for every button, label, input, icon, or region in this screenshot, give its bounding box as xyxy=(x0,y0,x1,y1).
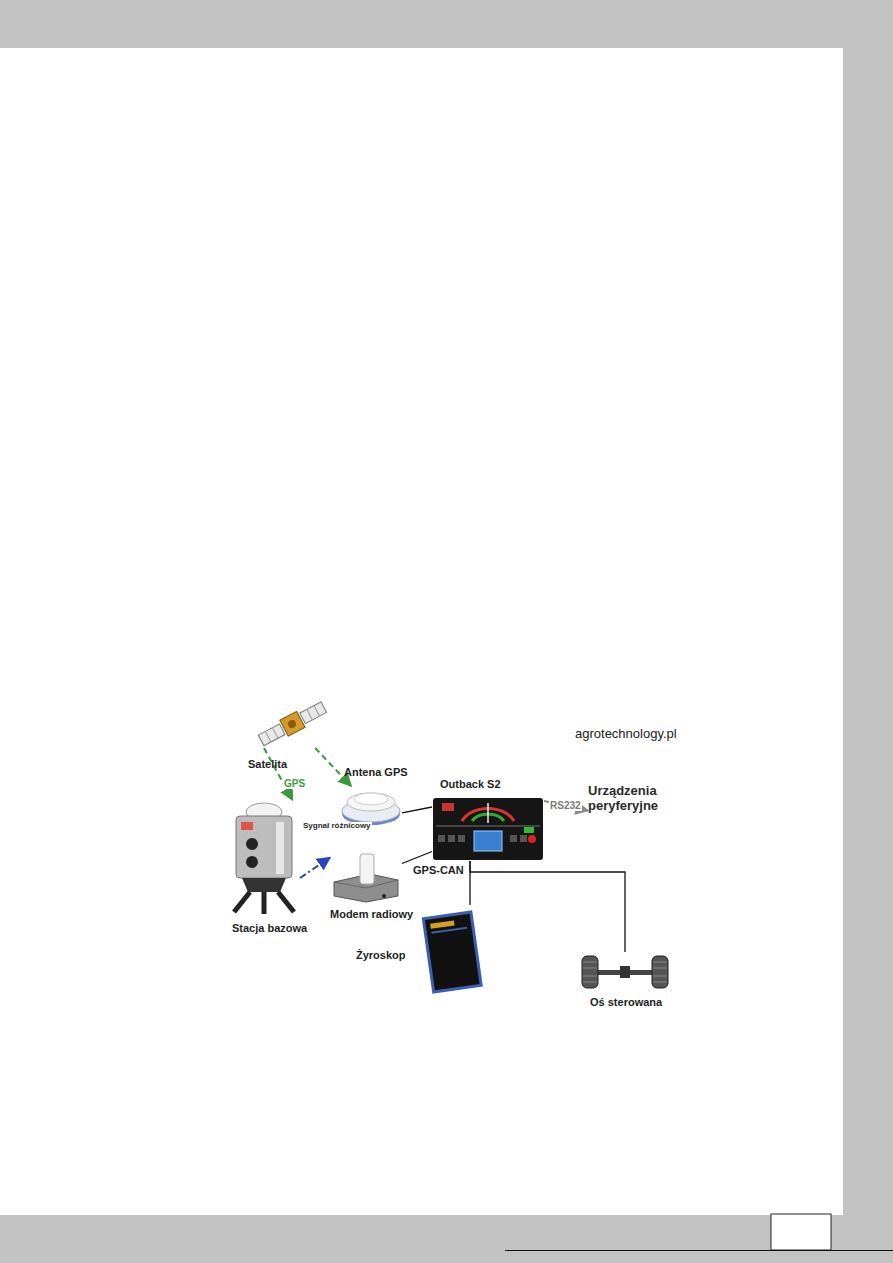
signal-label: GPS xyxy=(283,778,306,789)
connector xyxy=(264,748,293,800)
device-label: Stacja bazowa xyxy=(232,922,307,935)
connector xyxy=(544,801,588,811)
connector xyxy=(470,861,625,952)
guidance-terminal-icon xyxy=(432,797,544,861)
satellite-icon xyxy=(255,700,330,748)
steered-axle-icon xyxy=(580,952,670,992)
steered-axle: Oś sterowana xyxy=(578,950,674,1012)
radio-modem-icon xyxy=(330,852,402,904)
radio-modem: Modem radiowy xyxy=(326,850,416,923)
signal-label: GPS-CAN xyxy=(412,864,465,876)
device-label: Satelita xyxy=(248,758,287,771)
gyroscope: Żyroskop xyxy=(356,903,488,997)
device-label: Antena GPS xyxy=(344,766,408,779)
connector xyxy=(300,858,330,879)
gyroscope-icon xyxy=(420,905,485,995)
device-label: Modem radiowy xyxy=(330,908,413,921)
guidance-terminal: Outback S2 xyxy=(430,776,546,864)
peripheral-devices: Urządzenia peryferyjne xyxy=(588,784,692,818)
signal-label: Sygnał różnicowy xyxy=(302,822,372,831)
device-label: Outback S2 xyxy=(440,778,501,791)
base-station-icon xyxy=(228,800,300,915)
base-station: Stacja bazowa xyxy=(226,798,316,938)
signal-label: RS232 xyxy=(549,800,582,811)
connector xyxy=(402,852,432,864)
satellite: Satelita xyxy=(244,698,334,778)
device-label: Urządzenia peryferyjne xyxy=(588,784,688,814)
connector xyxy=(402,807,432,813)
device-label: Żyroskop xyxy=(356,949,406,962)
watermark: agrotechnology.pl xyxy=(575,726,677,741)
device-label: Oś sterowana xyxy=(590,996,662,1009)
